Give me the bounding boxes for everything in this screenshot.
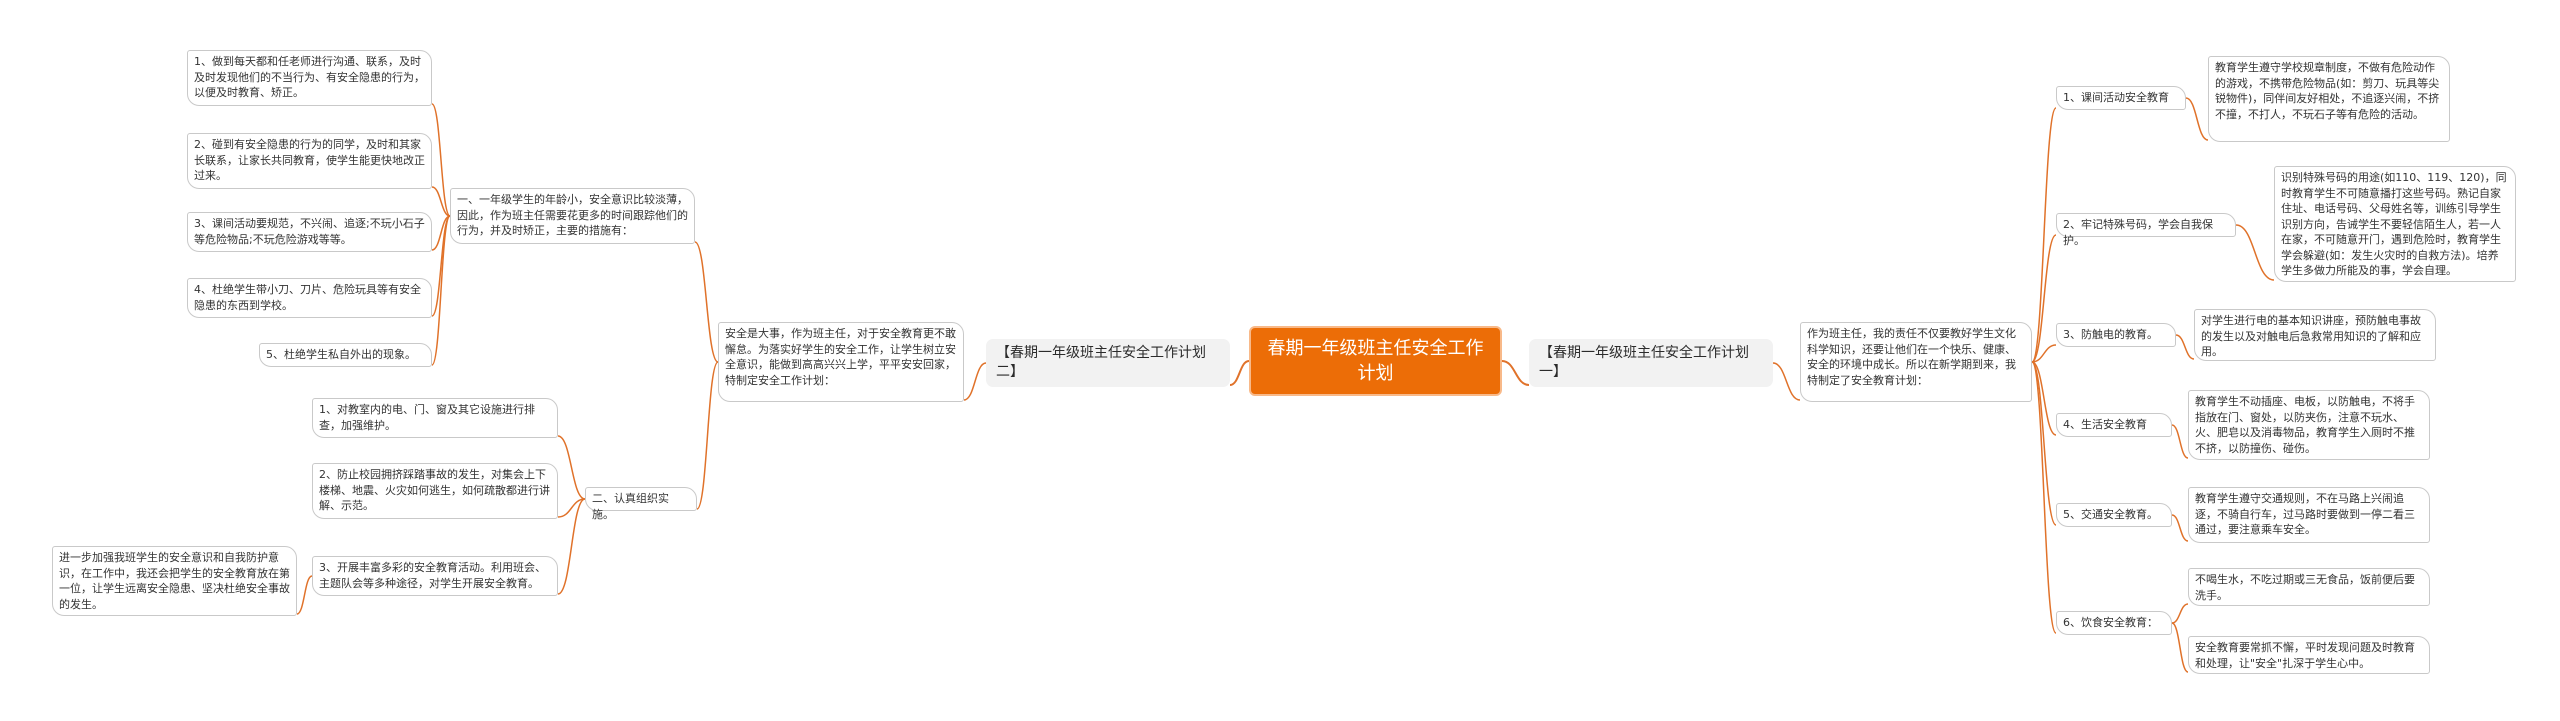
connector-17: [694, 241, 719, 363]
plan-one-item-4[interactable]: 4、生活安全教育: [2056, 413, 2172, 437]
connector-16: [2171, 622, 2189, 673]
connector-24: [557, 435, 586, 500]
plan-one-item-3[interactable]: 3、防触电的教育。: [2056, 323, 2176, 347]
connector-13: [2171, 424, 2189, 459]
plan-two-group-2-item-1[interactable]: 1、对教室内的电、门、窗及其它设施进行排查，加强维护。: [312, 398, 558, 438]
plan-two-intro[interactable]: 安全是大事，作为班主任，对于安全教育更不敢懈怠。为落实好学生的安全工作，让学生树…: [718, 322, 964, 402]
connector-19: [431, 103, 451, 217]
connector-18: [696, 361, 719, 510]
plan-one-detail-3[interactable]: 对学生进行电的基本知识讲座，预防触电事故的发生以及对触电后急救常用知识的了解和应…: [2194, 309, 2436, 361]
connector-0: [1501, 360, 1530, 386]
connector-21: [431, 215, 451, 251]
plan-one-item-1[interactable]: 1、课间活动安全教育: [2056, 86, 2186, 110]
plan-two-group-2-item-2[interactable]: 2、防止校园拥挤踩踏事故的发生，对集会上下楼梯、地震、火灾如何逃生，如何疏散都进…: [312, 463, 558, 519]
root-topic[interactable]: 春期一年级班主任安全工作计划: [1249, 326, 1502, 396]
branch-plan-two[interactable]: 【春期一年级班主任安全工作计划二】: [986, 339, 1230, 387]
plan-two-group-1-item-2[interactable]: 2、碰到有安全隐患的行为的同学，及时和其家长联系，让家长共同教育，使学生能更快地…: [187, 133, 432, 189]
plan-one-detail-4[interactable]: 教育学生不动插座、电板，以防触电，不将手指放在门、窗处，以防夹伤，注意不玩水、火…: [2188, 390, 2430, 460]
connector-11: [2235, 224, 2275, 281]
connector-3: [963, 362, 987, 401]
plan-two-group-2[interactable]: 二、认真组织实施。: [585, 487, 697, 521]
branch-plan-one-label: 【春期一年级班主任安全工作计划一】: [1539, 345, 1749, 380]
connector-27: [296, 575, 313, 615]
connector-23: [431, 215, 451, 366]
plan-one-detail-6b[interactable]: 安全教育要常抓不懈，平时发现问题及时教育和处理，让"安全"扎深于学生心中。: [2188, 636, 2430, 674]
plan-one-item-2[interactable]: 2、牢记特殊号码，学会自我保护。: [2056, 213, 2236, 247]
connector-22: [431, 215, 451, 317]
connector-14: [2171, 514, 2189, 542]
connector-1: [1229, 360, 1250, 386]
plan-one-detail-1[interactable]: 教育学生遵守学校规章制度，不做有危险动作的游戏，不携带危险物品(如：剪刀、玩具等…: [2208, 56, 2450, 142]
branch-plan-one[interactable]: 【春期一年级班主任安全工作计划一】: [1529, 339, 1773, 387]
plan-two-group-1-item-5[interactable]: 5、杜绝学生私自外出的现象。: [259, 343, 432, 367]
connector-10: [2185, 97, 2209, 141]
plan-one-detail-6a[interactable]: 不喝生水，不吃过期或三无食品，饭前便后要洗手。: [2188, 568, 2430, 606]
connector-7: [2031, 361, 2057, 436]
branch-plan-two-label: 【春期一年级班主任安全工作计划二】: [996, 345, 1206, 380]
plan-two-group-2-item-3[interactable]: 3、开展丰富多彩的安全教育活动。利用班会、主题队会等多种途径，对学生开展安全教育…: [312, 556, 558, 596]
plan-two-group-1-item-4[interactable]: 4、杜绝学生带小刀、刀片、危险玩具等有安全隐患的东西到学校。: [187, 278, 432, 318]
plan-two-group-2-item-3-sub[interactable]: 进一步加强我班学生的安全意识和自我防护意识，在工作中，我还会把学生的安全教育放在…: [52, 546, 297, 616]
plan-one-item-5[interactable]: 5、交通安全教育。: [2056, 503, 2172, 527]
connector-8: [2031, 361, 2057, 526]
plan-two-group-1-item-3[interactable]: 3、课间活动要规范，不兴闹、追逐;不玩小石子等危险物品;不玩危险游戏等等。: [187, 212, 432, 252]
connector-26: [557, 498, 586, 595]
plan-one-detail-5[interactable]: 教育学生遵守交通规则，不在马路上兴闹追逐，不骑自行车，过马路时要做到一停二看三通…: [2188, 487, 2430, 543]
connector-15: [2171, 603, 2189, 624]
plan-one-intro[interactable]: 作为班主任，我的责任不仅要教好学生文化科学知识，还要让他们在一个快乐、健康、安全…: [1800, 322, 2032, 402]
plan-one-detail-2[interactable]: 识别特殊号码的用途(如110、119、120)，同时教育学生不可随意播打这些号码…: [2274, 166, 2516, 282]
connector-12: [2175, 334, 2195, 360]
connector-2: [1772, 362, 1801, 401]
connector-20: [431, 186, 451, 217]
plan-one-item-6[interactable]: 6、饮食安全教育：: [2056, 611, 2172, 635]
connector-6: [2031, 344, 2057, 363]
root-topic-label: 春期一年级班主任安全工作计划: [1267, 338, 1484, 384]
connector-25: [557, 498, 586, 518]
plan-two-group-1-item-1[interactable]: 1、做到每天都和任老师进行沟通、联系，及时及时发现他们的不当行为、有安全隐患的行…: [187, 50, 432, 106]
plan-two-group-1[interactable]: 一、一年级学生的年龄小，安全意识比较淡薄，因此，作为班主任需要花更多的时间跟踪他…: [450, 188, 695, 244]
connector-9: [2031, 361, 2057, 634]
connector-4: [2031, 107, 2057, 363]
connector-5: [2031, 234, 2057, 363]
